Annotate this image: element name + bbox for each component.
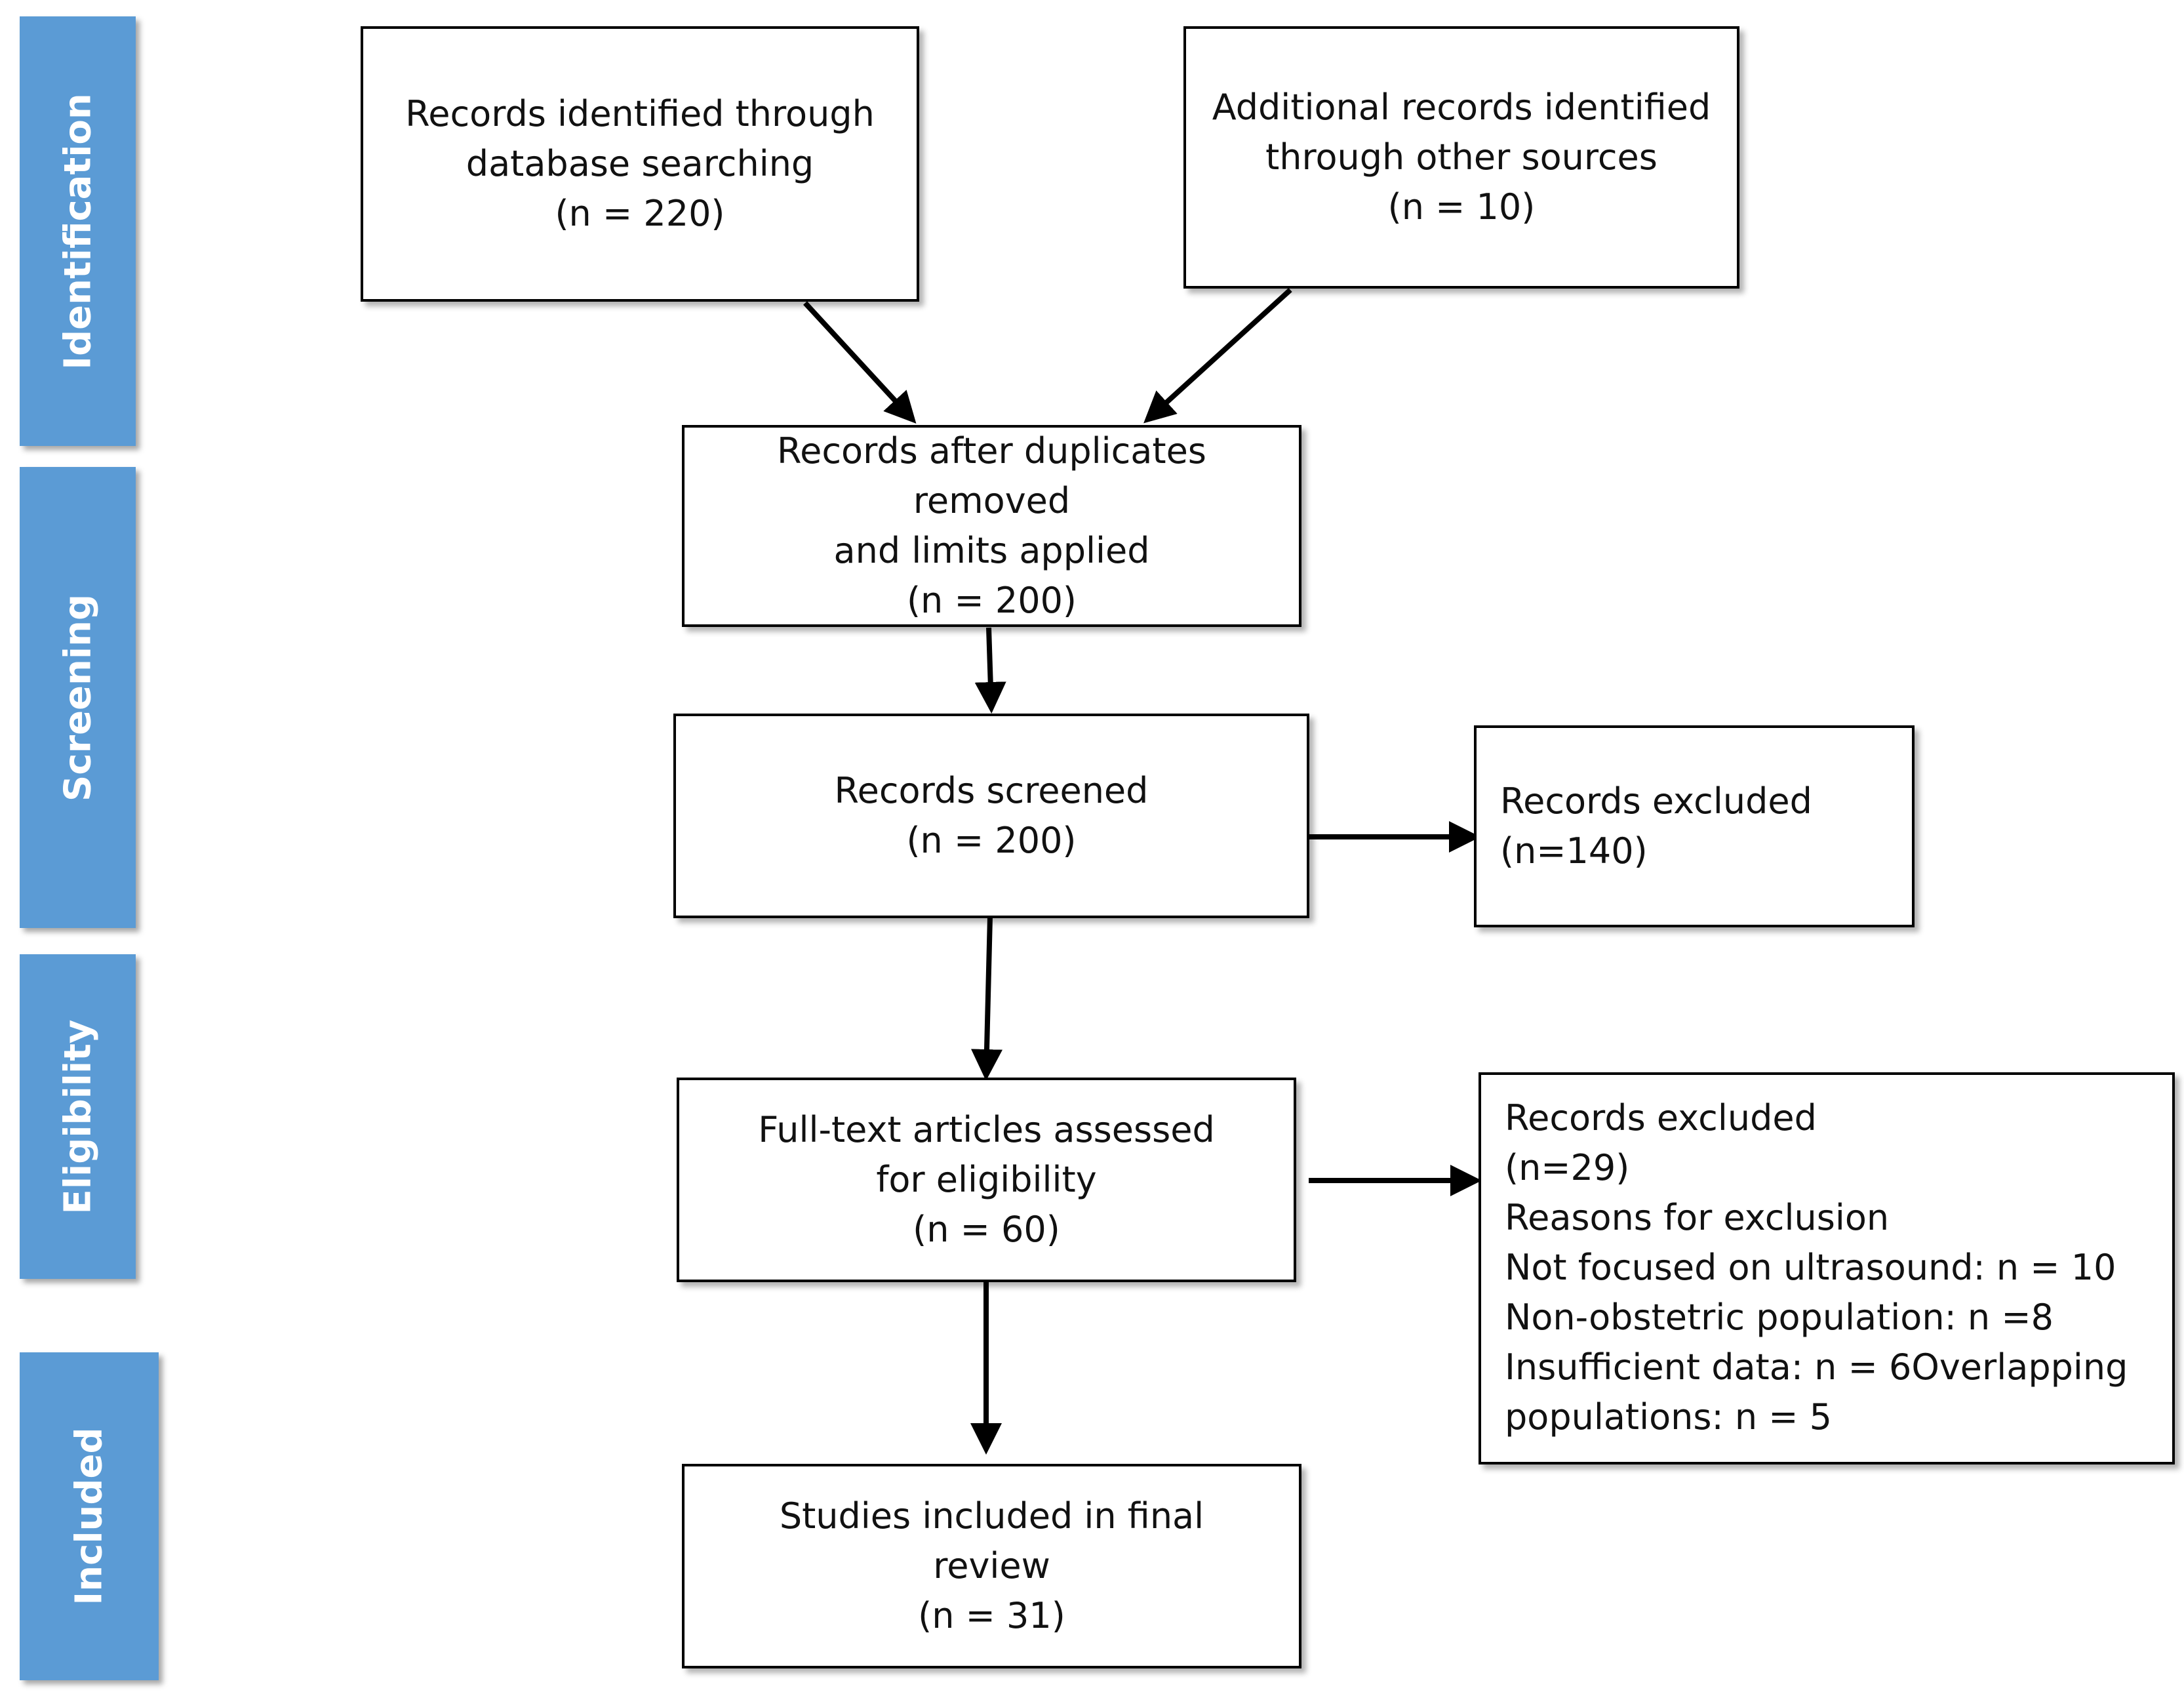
box-database-line2: database searching xyxy=(466,143,814,184)
box-excluded-eligibility-reason2: Non-obstetric population: n =8 xyxy=(1505,1297,2054,1338)
box-database-count: (n = 220) xyxy=(555,193,725,234)
box-other-line1: Additional records identified xyxy=(1212,87,1711,128)
box-excluded-screening-count: (n=140) xyxy=(1500,830,1648,872)
box-excluded-eligibility-reason1: Not focused on ultrasound: n = 10 xyxy=(1505,1247,2116,1288)
box-fulltext-line2: for eligibility xyxy=(876,1159,1097,1200)
arrow-duplicates-to-screened xyxy=(974,627,1006,714)
box-database-line1: Records identified through xyxy=(405,93,875,134)
box-included-count: (n = 31) xyxy=(918,1595,1065,1636)
box-records-screened: Records screened (n = 200) xyxy=(673,714,1309,918)
box-excluded-eligibility-reason4: populations: n = 5 xyxy=(1505,1396,1832,1438)
box-other-sources: Additional records identified through ot… xyxy=(1183,26,1739,289)
box-duplicates-line3: and limits applied xyxy=(833,530,1150,571)
arrow-database-to-duplicates xyxy=(803,301,917,424)
stage-screening: Screening xyxy=(20,467,136,928)
box-duplicates-removed: Records after duplicates removed and lim… xyxy=(682,425,1301,627)
box-duplicates-count: (n = 200) xyxy=(906,580,1077,621)
box-duplicates-line1: Records after duplicates xyxy=(777,430,1206,472)
box-screened-count: (n = 200) xyxy=(906,820,1077,861)
stage-included: Included xyxy=(20,1352,159,1680)
box-excluded-screening-line1: Records excluded xyxy=(1500,780,1812,822)
box-excluded-eligibility-reason3: Insufficient data: n = 6Overlapping xyxy=(1505,1346,2128,1388)
box-included-line1: Studies included in final xyxy=(779,1495,1204,1537)
box-database-searching: Records identified through database sear… xyxy=(361,26,919,302)
box-excluded-eligibility-reasons-heading: Reasons for exclusion xyxy=(1505,1197,1890,1238)
stage-eligibility: Eligibility xyxy=(20,954,136,1279)
stage-identification: Identification xyxy=(20,16,136,446)
box-records-excluded-eligibility: Records excluded (n=29) Reasons for excl… xyxy=(1479,1072,2175,1464)
box-excluded-eligibility-line1: Records excluded xyxy=(1505,1097,1817,1139)
box-excluded-eligibility-count: (n=29) xyxy=(1505,1147,1630,1188)
box-studies-included: Studies included in final review (n = 31… xyxy=(682,1464,1301,1668)
arrow-screened-to-fulltext xyxy=(970,916,1003,1081)
arrow-other-to-duplicates xyxy=(1143,288,1292,424)
box-screened-line1: Records screened xyxy=(834,770,1149,811)
box-records-excluded-screening: Records excluded (n=140) xyxy=(1474,725,1915,927)
box-duplicates-line2: removed xyxy=(913,480,1071,521)
box-fulltext-count: (n = 60) xyxy=(913,1209,1060,1250)
box-full-text-assessed: Full-text articles assessed for eligibil… xyxy=(677,1078,1296,1282)
box-other-line2: through other sources xyxy=(1265,136,1658,178)
box-fulltext-line1: Full-text articles assessed xyxy=(758,1109,1215,1150)
box-other-count: (n = 10) xyxy=(1387,186,1536,228)
box-included-line2: review xyxy=(933,1545,1050,1586)
